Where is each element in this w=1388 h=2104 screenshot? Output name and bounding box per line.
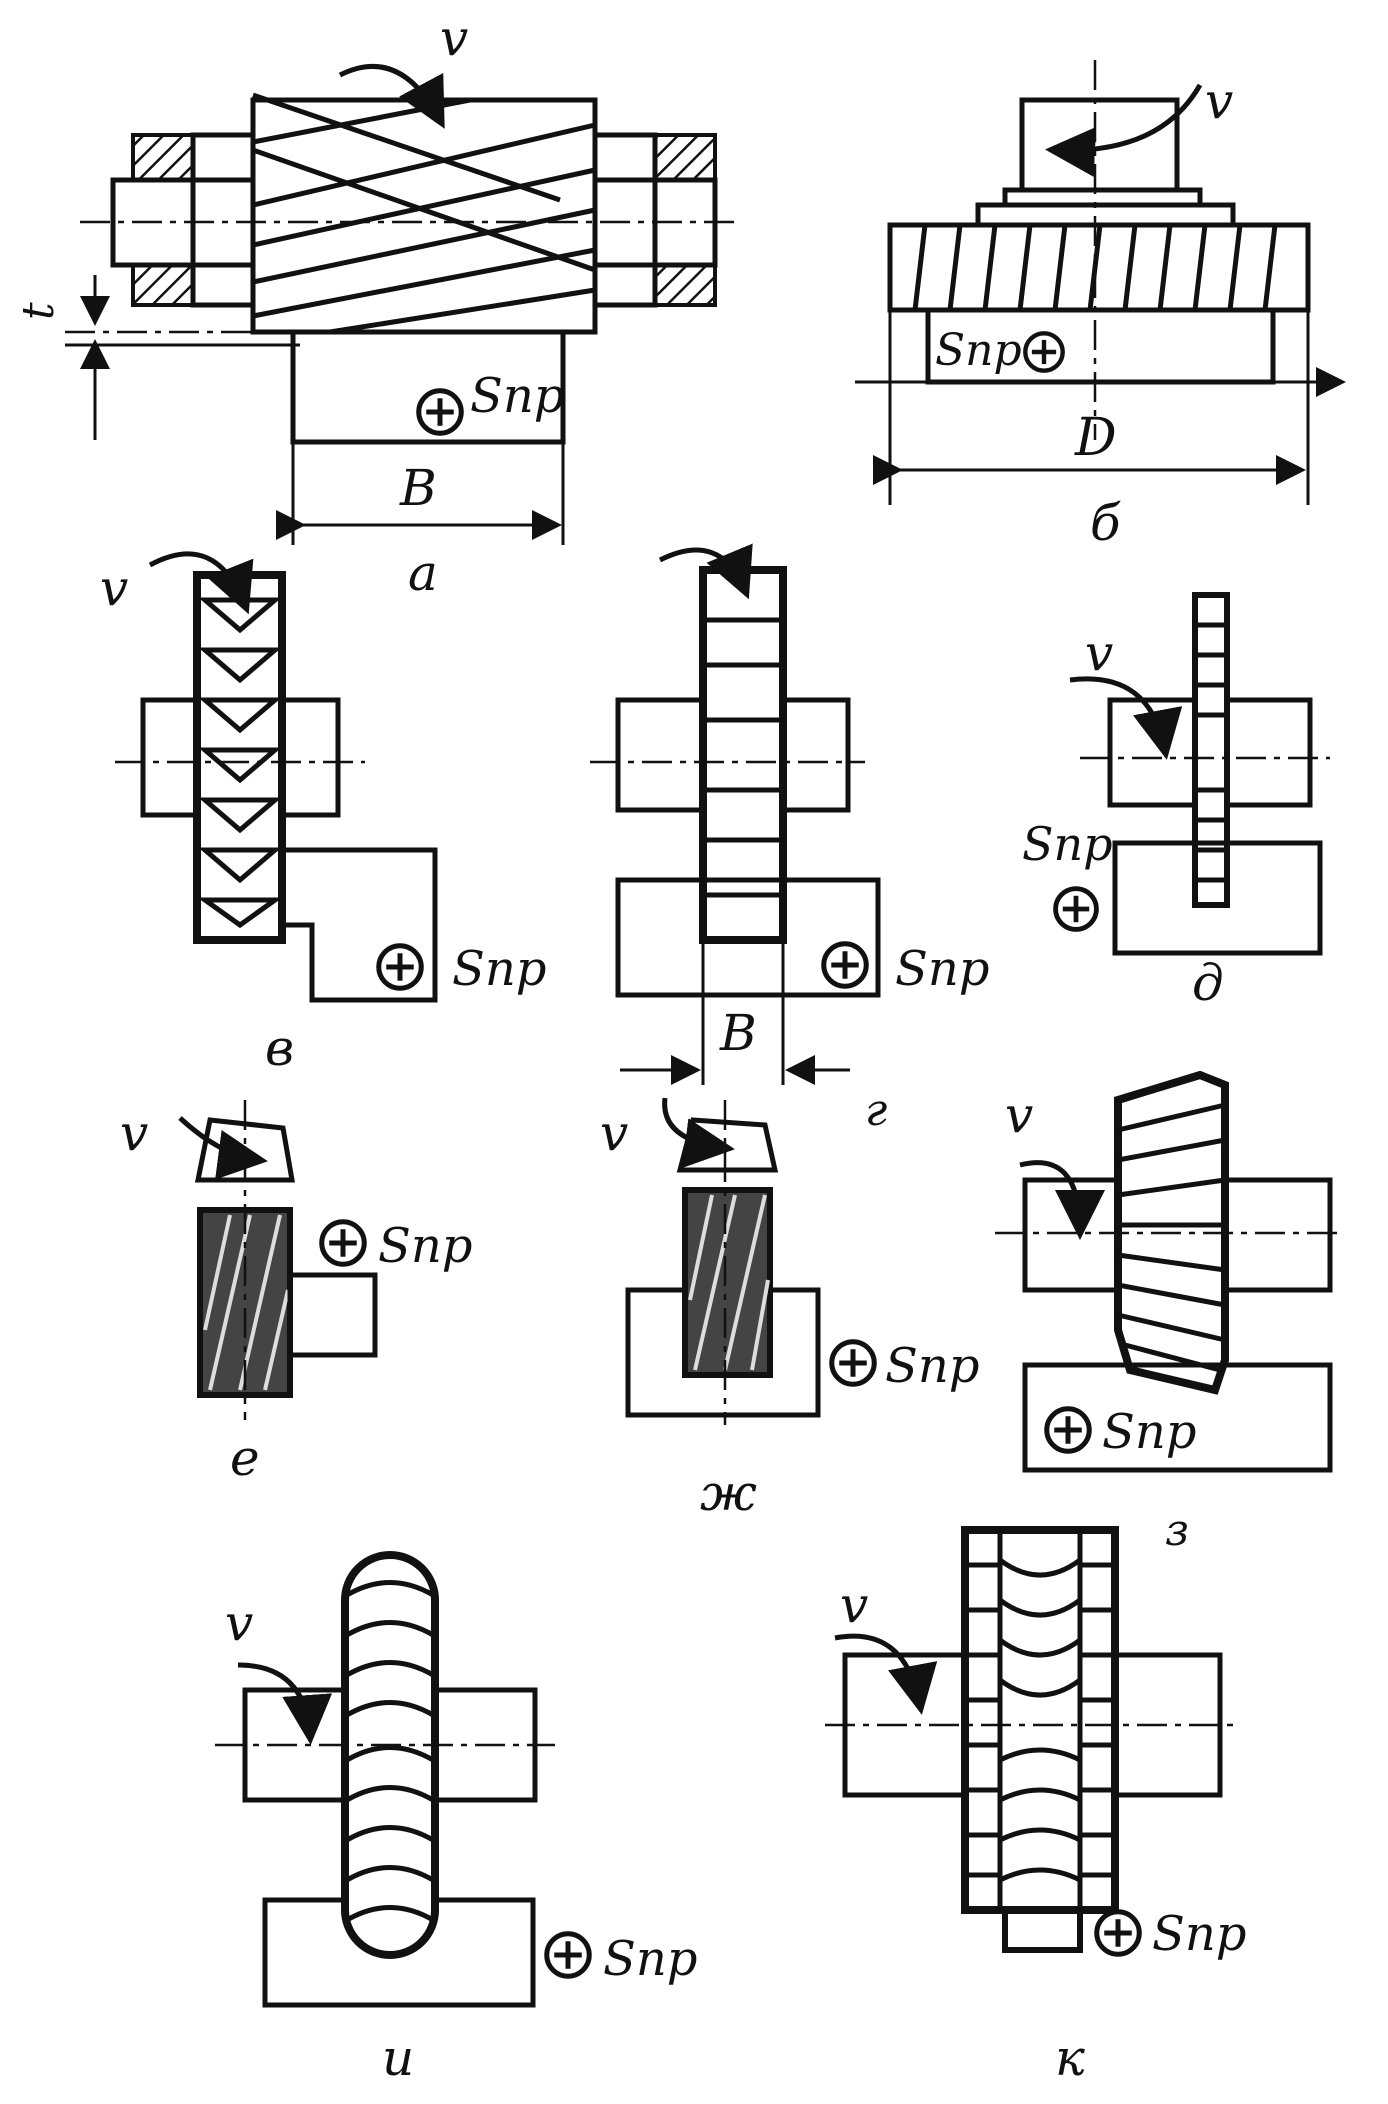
rotation-arrow-v-icon: [148, 551, 254, 615]
figure-v: Sпр v в: [100, 551, 547, 1077]
caption-zh: ж: [700, 1464, 757, 1522]
end-mill-shank-e: [194, 1117, 295, 1183]
feed-symbol-g-icon: [824, 944, 867, 987]
feed-symbol-v-icon: [379, 946, 422, 989]
bearing-right-top: [653, 133, 717, 182]
feed-label-v: Sпр: [452, 941, 547, 997]
caption-e: е: [230, 1429, 260, 1487]
slot-cutter-g: [699, 566, 787, 944]
collar-left: [190, 132, 256, 308]
bearing-right-bottom: [653, 263, 717, 307]
velocity-label-i: v: [225, 1594, 253, 1652]
feed-label-a: Sпр: [470, 368, 565, 424]
rotation-arrow-z-icon: [1019, 1160, 1105, 1240]
rotation-arrow-d-icon: [1069, 676, 1183, 760]
caption-d: д: [1192, 954, 1224, 1012]
workpiece-a: [290, 329, 566, 445]
depth-label: t: [13, 302, 64, 320]
workpiece-g: [615, 877, 881, 998]
velocity-label-v: v: [100, 559, 128, 617]
feed-symbol-icon: [419, 391, 462, 434]
caption-g: г: [865, 1085, 887, 1136]
rotation-arrow-zh-icon: [662, 1097, 735, 1168]
caption-i: и: [382, 2029, 414, 2087]
feed-label-b: Sпр: [935, 325, 1022, 376]
figure-g: Sпр B г: [590, 543, 990, 1136]
concave-cutter-k: [961, 1526, 1119, 1914]
figure-d: Sпр v д: [1022, 592, 1330, 1012]
feed-symbol-z-icon: [1047, 1409, 1090, 1452]
caption-a: а: [408, 544, 438, 602]
feed-label-z: Sпр: [1102, 1404, 1197, 1460]
velocity-label-a: v: [440, 9, 468, 67]
feed-symbol-k-icon: [1097, 1912, 1140, 1955]
workpiece-e: [287, 1272, 378, 1358]
bearing-left-bottom: [131, 263, 195, 307]
end-mill-flutes-zh: [688, 1194, 770, 1371]
hub-b: [975, 202, 1236, 228]
feed-label-e: Sпр: [378, 1218, 473, 1274]
end-mill-shank-zh: [676, 1117, 779, 1173]
rotation-arrow-icon: [338, 64, 445, 129]
feed-symbol-b-icon: [1025, 333, 1062, 370]
feed-label-k: Sпр: [1152, 1906, 1247, 1962]
feed-symbol-zh-icon: [832, 1342, 875, 1385]
caption-b: б: [1090, 494, 1121, 552]
rotation-arrow-e-icon: [178, 1116, 268, 1180]
figure-a: Sпр v t B а: [13, 9, 740, 602]
velocity-label-k: v: [840, 1576, 868, 1634]
velocity-label-z: v: [1005, 1086, 1033, 1144]
figure-zh: Sпр v ж: [600, 1097, 980, 1522]
feed-label-g: Sпр: [895, 941, 990, 997]
feed-label-zh: Sпр: [885, 1338, 980, 1394]
diameter-label: D: [1074, 408, 1117, 468]
figure-i: Sпр v и: [215, 1551, 698, 2087]
saw-cutter-d: [1192, 592, 1230, 908]
width-label-a: B: [399, 459, 437, 517]
collar-right: [592, 132, 658, 308]
workpiece-v: [282, 847, 438, 1003]
spindle-b: [1019, 97, 1180, 193]
figure-e: Sпр v е: [120, 1100, 473, 1487]
figure-z: Sпр v з: [995, 1070, 1345, 1556]
convex-teeth-i: [345, 1580, 435, 1923]
concave-teeth-k: [965, 1557, 1115, 1883]
slot-teeth-g: [703, 617, 783, 898]
rotation-arrow-b-icon: [1045, 83, 1203, 177]
rotation-arrow-k-icon: [834, 1633, 938, 1715]
saw-teeth-d: [1195, 622, 1227, 883]
feed-label-d: Sпр: [1022, 817, 1113, 871]
caption-k: к: [1055, 2029, 1085, 2087]
bearing-left-top: [131, 133, 195, 182]
feed-symbol-d-icon: [1056, 889, 1097, 930]
end-mill-flutes-e: [203, 1214, 290, 1391]
feed-label-i: Sпр: [603, 1931, 698, 1987]
width-label-g: B: [719, 1004, 757, 1062]
velocity-label-d: v: [1085, 624, 1113, 682]
figure-k: Sпр v к: [825, 1526, 1247, 2087]
caption-z: з: [1165, 1505, 1189, 1556]
helical-teeth: [252, 92, 596, 335]
face-teeth: [912, 224, 1278, 311]
rotation-arrow-g-icon: [658, 543, 753, 600]
convex-cutter-i: [341, 1551, 439, 1959]
feed-symbol-i-icon: [547, 1934, 590, 1977]
figure-b: Sпр v D б: [855, 60, 1346, 552]
rotation-arrow-i-icon: [237, 1662, 333, 1745]
feed-symbol-e-icon: [322, 1222, 365, 1265]
velocity-label-zh: v: [600, 1104, 628, 1162]
velocity-label-e: v: [120, 1104, 148, 1162]
velocity-label-b: v: [1205, 72, 1233, 130]
workpiece-d: [1112, 840, 1323, 956]
disc-teeth-v: [197, 597, 283, 929]
workpiece-z: [1022, 1362, 1333, 1473]
caption-v: в: [265, 1019, 294, 1077]
